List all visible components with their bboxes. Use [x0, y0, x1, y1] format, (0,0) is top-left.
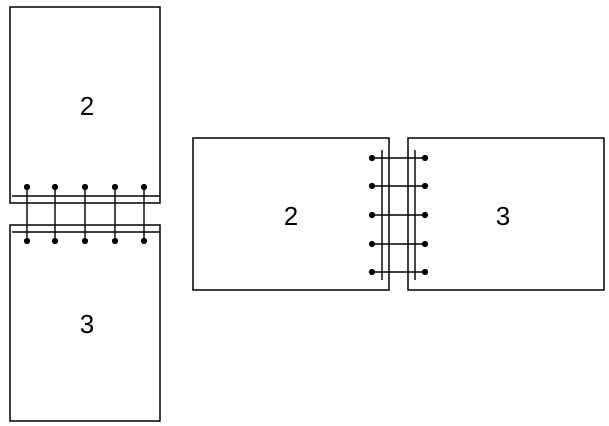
stitch-end-dot — [421, 154, 429, 162]
page-number-right: 3 — [496, 201, 510, 231]
stitch-end-dot — [421, 268, 429, 276]
page-left — [192, 137, 390, 291]
page-right — [407, 137, 605, 291]
stitch-end-dot — [368, 182, 376, 190]
stitch-end-dot — [81, 237, 89, 245]
vertical-stitch-group — [12, 183, 160, 245]
page-number-top: 2 — [80, 91, 94, 121]
stitch-end-dot — [23, 183, 31, 191]
page-bottom — [9, 224, 161, 422]
stitch-end-dot — [368, 154, 376, 162]
page-number-left: 2 — [284, 201, 298, 231]
horizontal-stitch-group — [368, 150, 429, 280]
stitch-end-dot — [23, 237, 31, 245]
stitch-end-dot — [111, 183, 119, 191]
stitch-end-dot — [421, 182, 429, 190]
horizontal-binding-group: 2 3 — [192, 137, 605, 291]
stitch-end-dot — [51, 183, 59, 191]
page-top — [9, 6, 161, 204]
stitch-end-dot — [81, 183, 89, 191]
stitch-end-dot — [111, 237, 119, 245]
page-number-bottom: 3 — [80, 309, 94, 339]
stitch-end-dot — [140, 183, 148, 191]
stitch-end-dot — [368, 240, 376, 248]
stitch-end-dot — [368, 211, 376, 219]
stitch-end-dot — [51, 237, 59, 245]
stitch-end-dot — [140, 237, 148, 245]
stitch-end-dot — [421, 240, 429, 248]
vertical-binding-group: 2 3 — [9, 6, 161, 422]
stitch-end-dot — [421, 211, 429, 219]
stitch-end-dot — [368, 268, 376, 276]
